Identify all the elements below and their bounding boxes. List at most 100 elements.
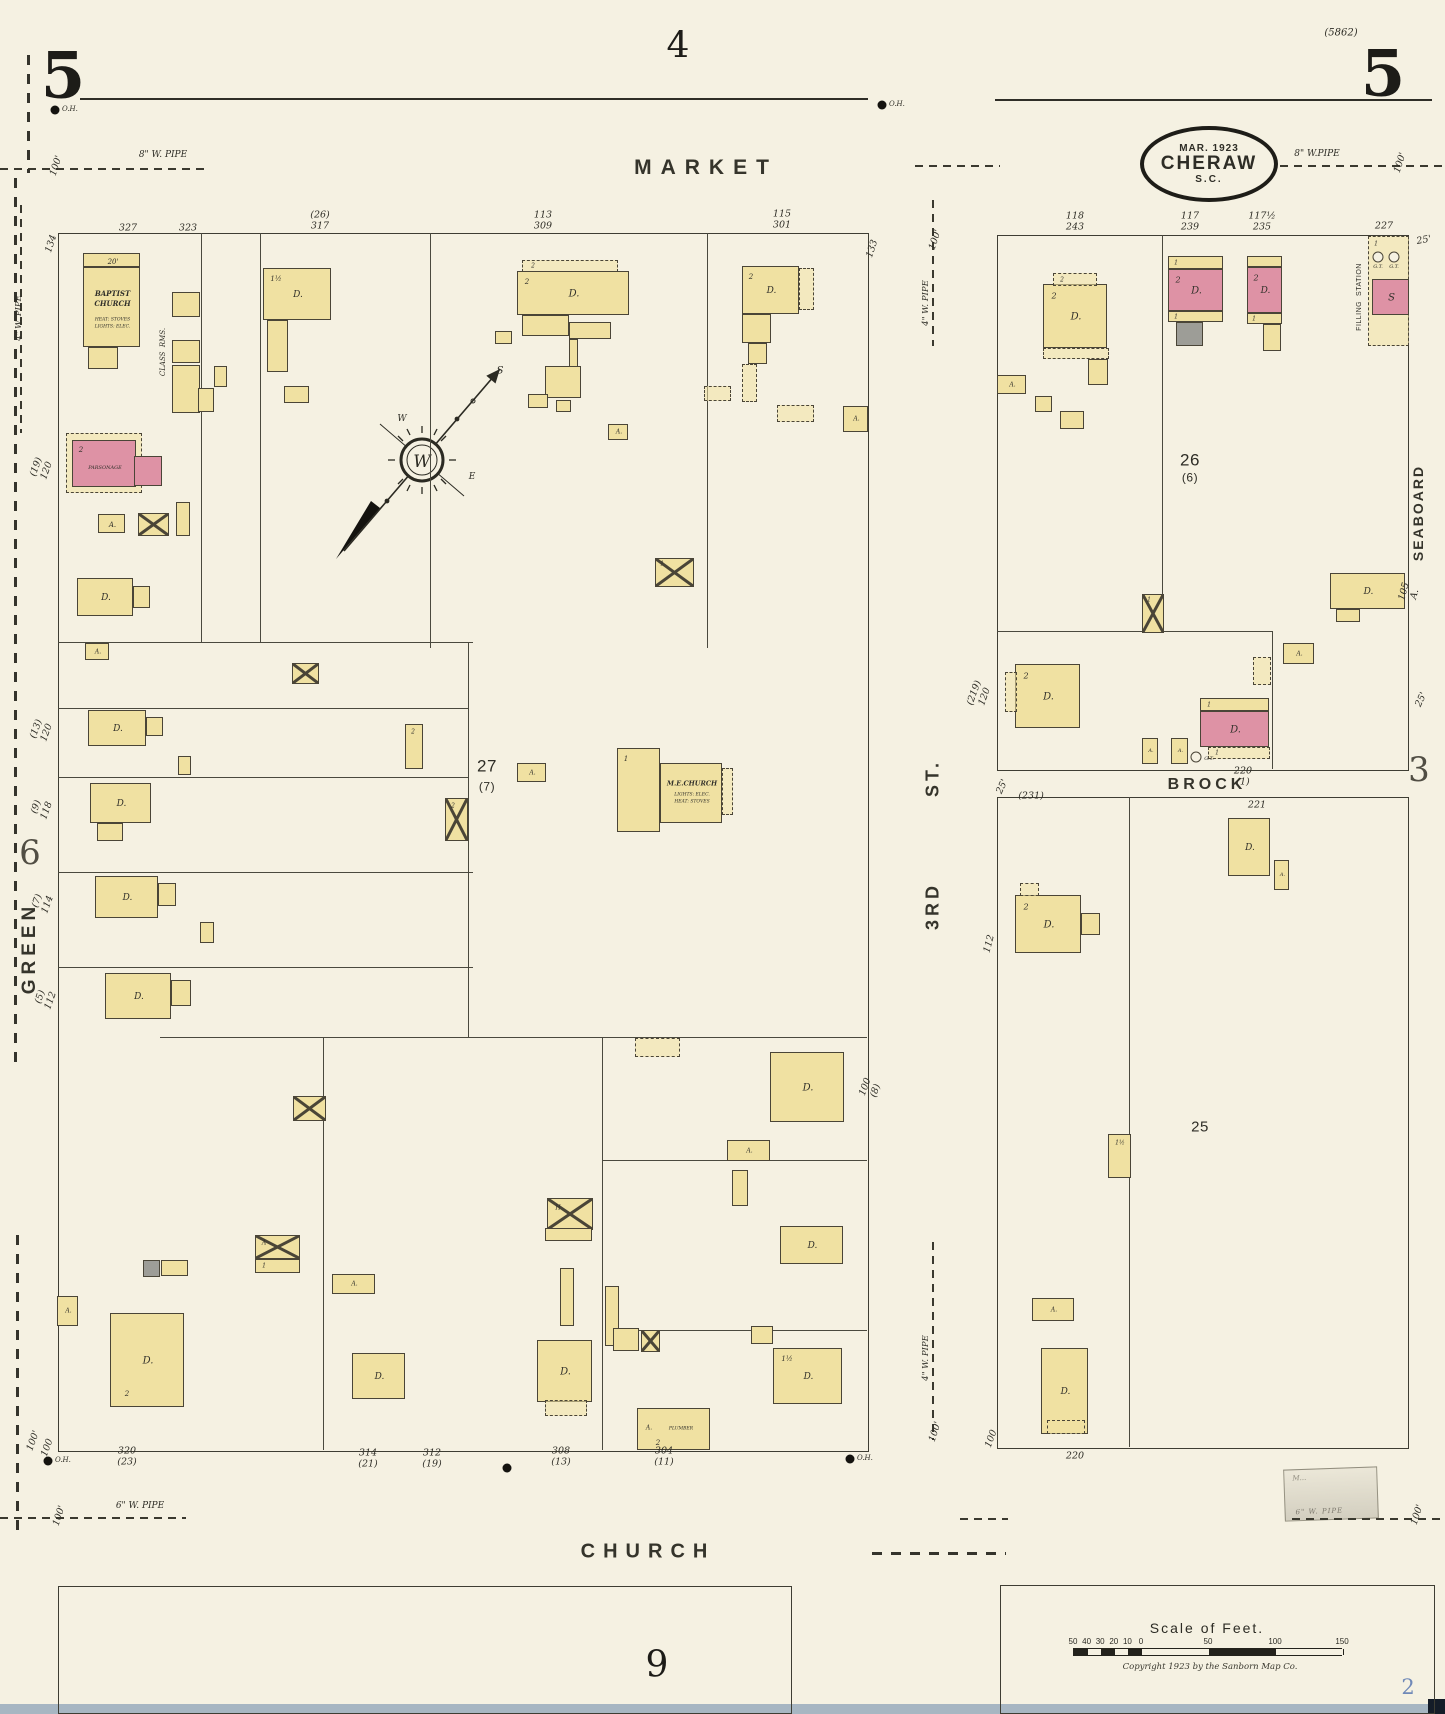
map-label: 117½ 235	[1248, 210, 1276, 232]
building-label: D.	[113, 723, 123, 734]
map-label: 100'	[1408, 1503, 1426, 1527]
map-label: 100'	[926, 1420, 944, 1444]
lot-line	[605, 1330, 867, 1332]
building-label: D.	[293, 289, 303, 300]
hydrant-dot	[845, 1454, 855, 1464]
building-label: D.	[1260, 285, 1271, 296]
building-label: A.	[1296, 650, 1303, 658]
building: D.	[90, 783, 151, 823]
map-label: 312 (19)	[422, 1447, 442, 1469]
building	[545, 1400, 587, 1416]
building	[1005, 672, 1017, 712]
street-label-church: CHURCH	[580, 1540, 716, 1563]
building	[748, 343, 767, 364]
sheet-match-line	[16, 1235, 20, 1535]
building-label: 2	[1023, 671, 1029, 681]
building	[722, 768, 733, 815]
map-label: (5) 112	[32, 988, 59, 1011]
building	[1263, 324, 1281, 351]
map-label: 314 (21)	[358, 1447, 378, 1469]
building	[172, 340, 200, 363]
building-label: D.	[802, 1082, 814, 1094]
map-label: 26	[1180, 450, 1200, 470]
scale-tick-label: 10	[1122, 1637, 1132, 1646]
building-label: D.	[560, 1366, 571, 1378]
map-label: 27	[477, 756, 497, 776]
building-label: D.	[1043, 691, 1054, 703]
building: D.	[1041, 1348, 1088, 1434]
building	[198, 388, 214, 412]
building-label: 2	[531, 262, 535, 270]
building-label: 2	[524, 277, 530, 286]
building	[83, 253, 140, 267]
map-label: 220	[1065, 1450, 1085, 1462]
map-label: 304 (11)	[654, 1445, 674, 1467]
map-label: FILLING STATION	[1356, 263, 1364, 331]
sheet-match-line	[14, 178, 18, 1068]
building-label: D.	[1043, 919, 1055, 931]
building-label: 2	[78, 445, 84, 454]
water-pipe-line	[1292, 1518, 1440, 1521]
building	[1336, 609, 1360, 622]
building: 1	[1208, 747, 1270, 759]
building	[569, 322, 611, 339]
building	[1176, 322, 1203, 346]
map-label: 113 309	[533, 209, 553, 231]
building-label: D.	[1060, 1386, 1071, 1397]
building	[97, 823, 123, 841]
map-label: 117 239	[1180, 210, 1200, 232]
building	[146, 717, 163, 736]
building: 1	[617, 748, 660, 832]
building-label: D.	[1070, 311, 1082, 323]
barn-x-building: 1	[655, 558, 694, 587]
scan-bottom-edge	[0, 1704, 1445, 1714]
lot-line	[160, 1037, 867, 1039]
building-label: D.	[374, 1371, 385, 1382]
building-label: HEAT: STOVES	[674, 799, 710, 805]
lot-line	[58, 708, 468, 710]
adjacent-sheet-right: 3	[1408, 750, 1430, 790]
block-outline	[1000, 1585, 1435, 1714]
building	[545, 366, 581, 398]
lot-line	[1272, 631, 1274, 769]
scale-tick-label: 50	[1068, 1637, 1078, 1646]
hydrant-dot	[877, 100, 887, 110]
water-pipe-line	[932, 200, 935, 346]
building: D.	[1330, 573, 1405, 609]
gas-tank-icon	[1372, 251, 1384, 263]
map-label: 221	[1247, 799, 1267, 811]
building	[158, 883, 176, 906]
building	[495, 331, 512, 344]
building-label: LIGHTS: ELEC.	[94, 324, 131, 330]
building	[1081, 913, 1100, 935]
water-pipe-line	[0, 1517, 186, 1520]
building: D.	[770, 1052, 844, 1122]
map-label: 118 243	[1065, 210, 1085, 232]
building: D.2	[110, 1313, 184, 1407]
scale-tick-label: 0	[1138, 1637, 1144, 1646]
title-state: S.C.	[1195, 174, 1223, 185]
street-rule-line	[80, 98, 868, 100]
building: D.	[105, 973, 171, 1019]
building-label: HEAT: STOVES	[94, 317, 131, 323]
scan-corner-mark	[1428, 1699, 1445, 1714]
title-oval: MAR. 1923 CHERAW S.C.	[1140, 126, 1278, 202]
stamp-pipe-text: 6" W. PIPE	[1295, 1506, 1344, 1517]
building: A.	[1142, 738, 1158, 764]
lot-line	[1162, 235, 1164, 631]
building	[569, 339, 578, 368]
building: A.	[1032, 1298, 1074, 1321]
map-label: (9) 118	[28, 798, 55, 821]
water-pipe-line	[932, 1242, 935, 1440]
building: A.	[85, 643, 109, 660]
map-label: (13) 120	[27, 717, 55, 743]
sheet-number-left: 5	[40, 38, 86, 114]
map-label: 100'	[47, 154, 65, 178]
building	[742, 364, 757, 402]
building-label: D.	[1191, 285, 1202, 297]
